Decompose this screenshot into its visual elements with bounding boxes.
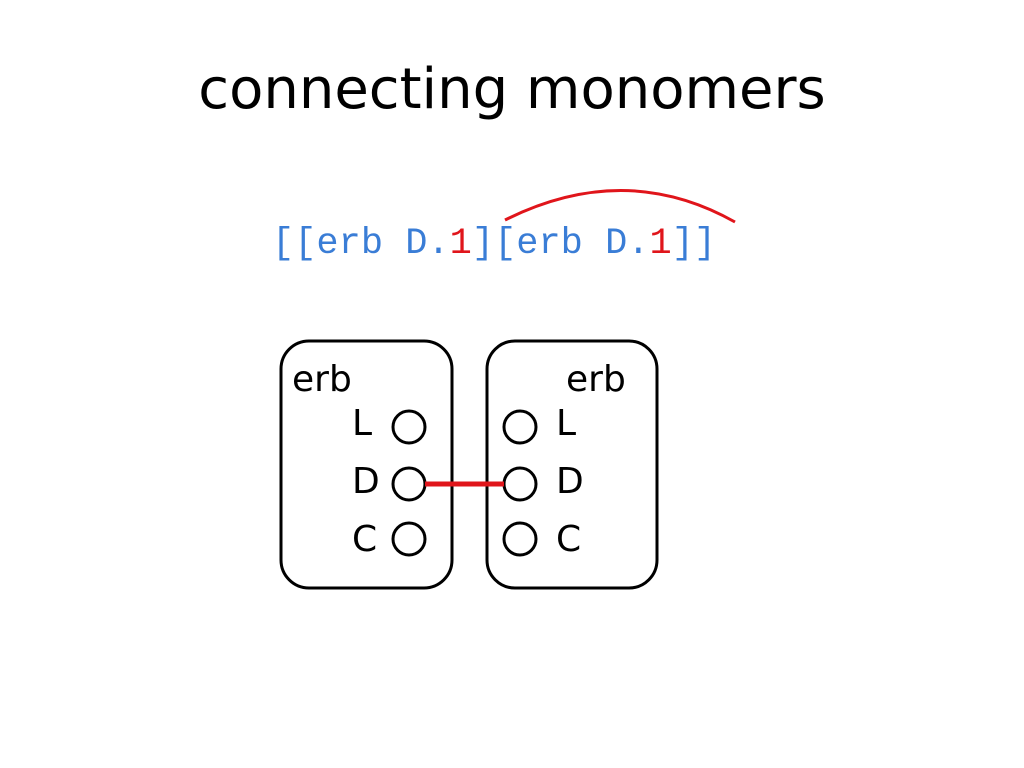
- monomer-name-right: erb: [566, 359, 626, 400]
- monomer-box-right: [485, 339, 659, 590]
- bond-index: 1: [649, 223, 672, 265]
- site-circle-right-D: [502, 466, 538, 502]
- site-circle-left-C: [391, 521, 427, 557]
- bond-expression: [[erb D.1][erb D.1]]: [272, 226, 716, 263]
- site-circle-right-C: [502, 521, 538, 557]
- expr-part: ]]: [671, 223, 717, 265]
- site-label-left-C: C: [352, 519, 378, 560]
- site-label-right-D: D: [556, 461, 584, 502]
- monomer-name-left: erb: [292, 359, 352, 400]
- site-label-left-D: D: [352, 461, 380, 502]
- site-label-right-C: C: [556, 519, 582, 560]
- expr-part: ][erb D.: [471, 223, 650, 265]
- bond-index: 1: [449, 223, 472, 265]
- monomer-box-left: [279, 339, 454, 590]
- site-label-right-L: L: [556, 403, 577, 444]
- slide-title: connecting monomers: [198, 57, 826, 122]
- site-circle-left-D: [391, 466, 427, 502]
- site-circle-left-L: [391, 409, 427, 445]
- site-circle-right-L: [502, 409, 538, 445]
- bond-index-arc: [504, 189, 736, 224]
- site-label-left-L: L: [352, 403, 373, 444]
- expr-part: [[erb D.: [272, 223, 450, 265]
